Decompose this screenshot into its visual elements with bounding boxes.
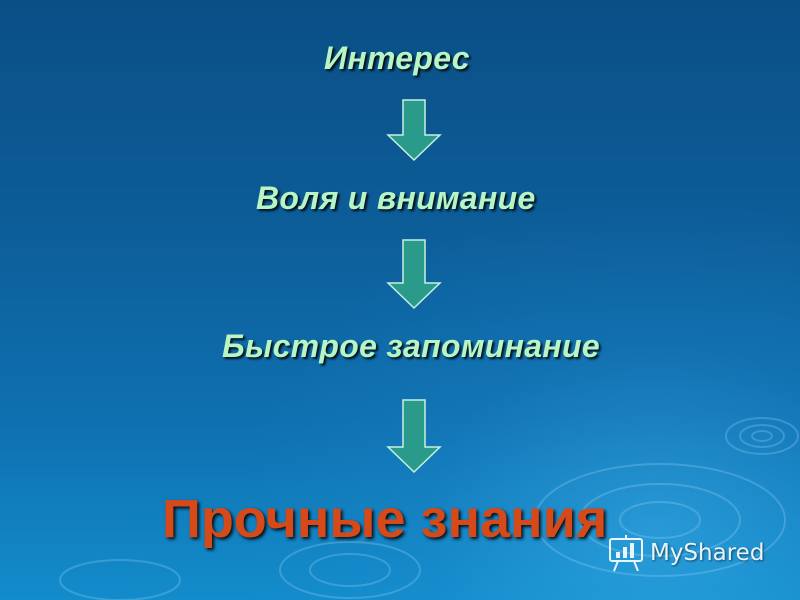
down-arrow-icon: [386, 99, 442, 162]
step-fast-memorization: Быстрое запоминание: [222, 328, 600, 364]
watermark-text: MyShared: [650, 540, 765, 566]
down-arrow-icon: [386, 239, 442, 310]
step-interest: Интерес: [324, 40, 470, 76]
step-will-attention: Воля и внимание: [256, 180, 536, 216]
presentation-board-icon: [609, 535, 643, 572]
result-strong-knowledge: Прочные знания: [162, 489, 608, 549]
down-arrow-icon: [386, 399, 442, 474]
watermark: MyShared: [608, 534, 764, 572]
